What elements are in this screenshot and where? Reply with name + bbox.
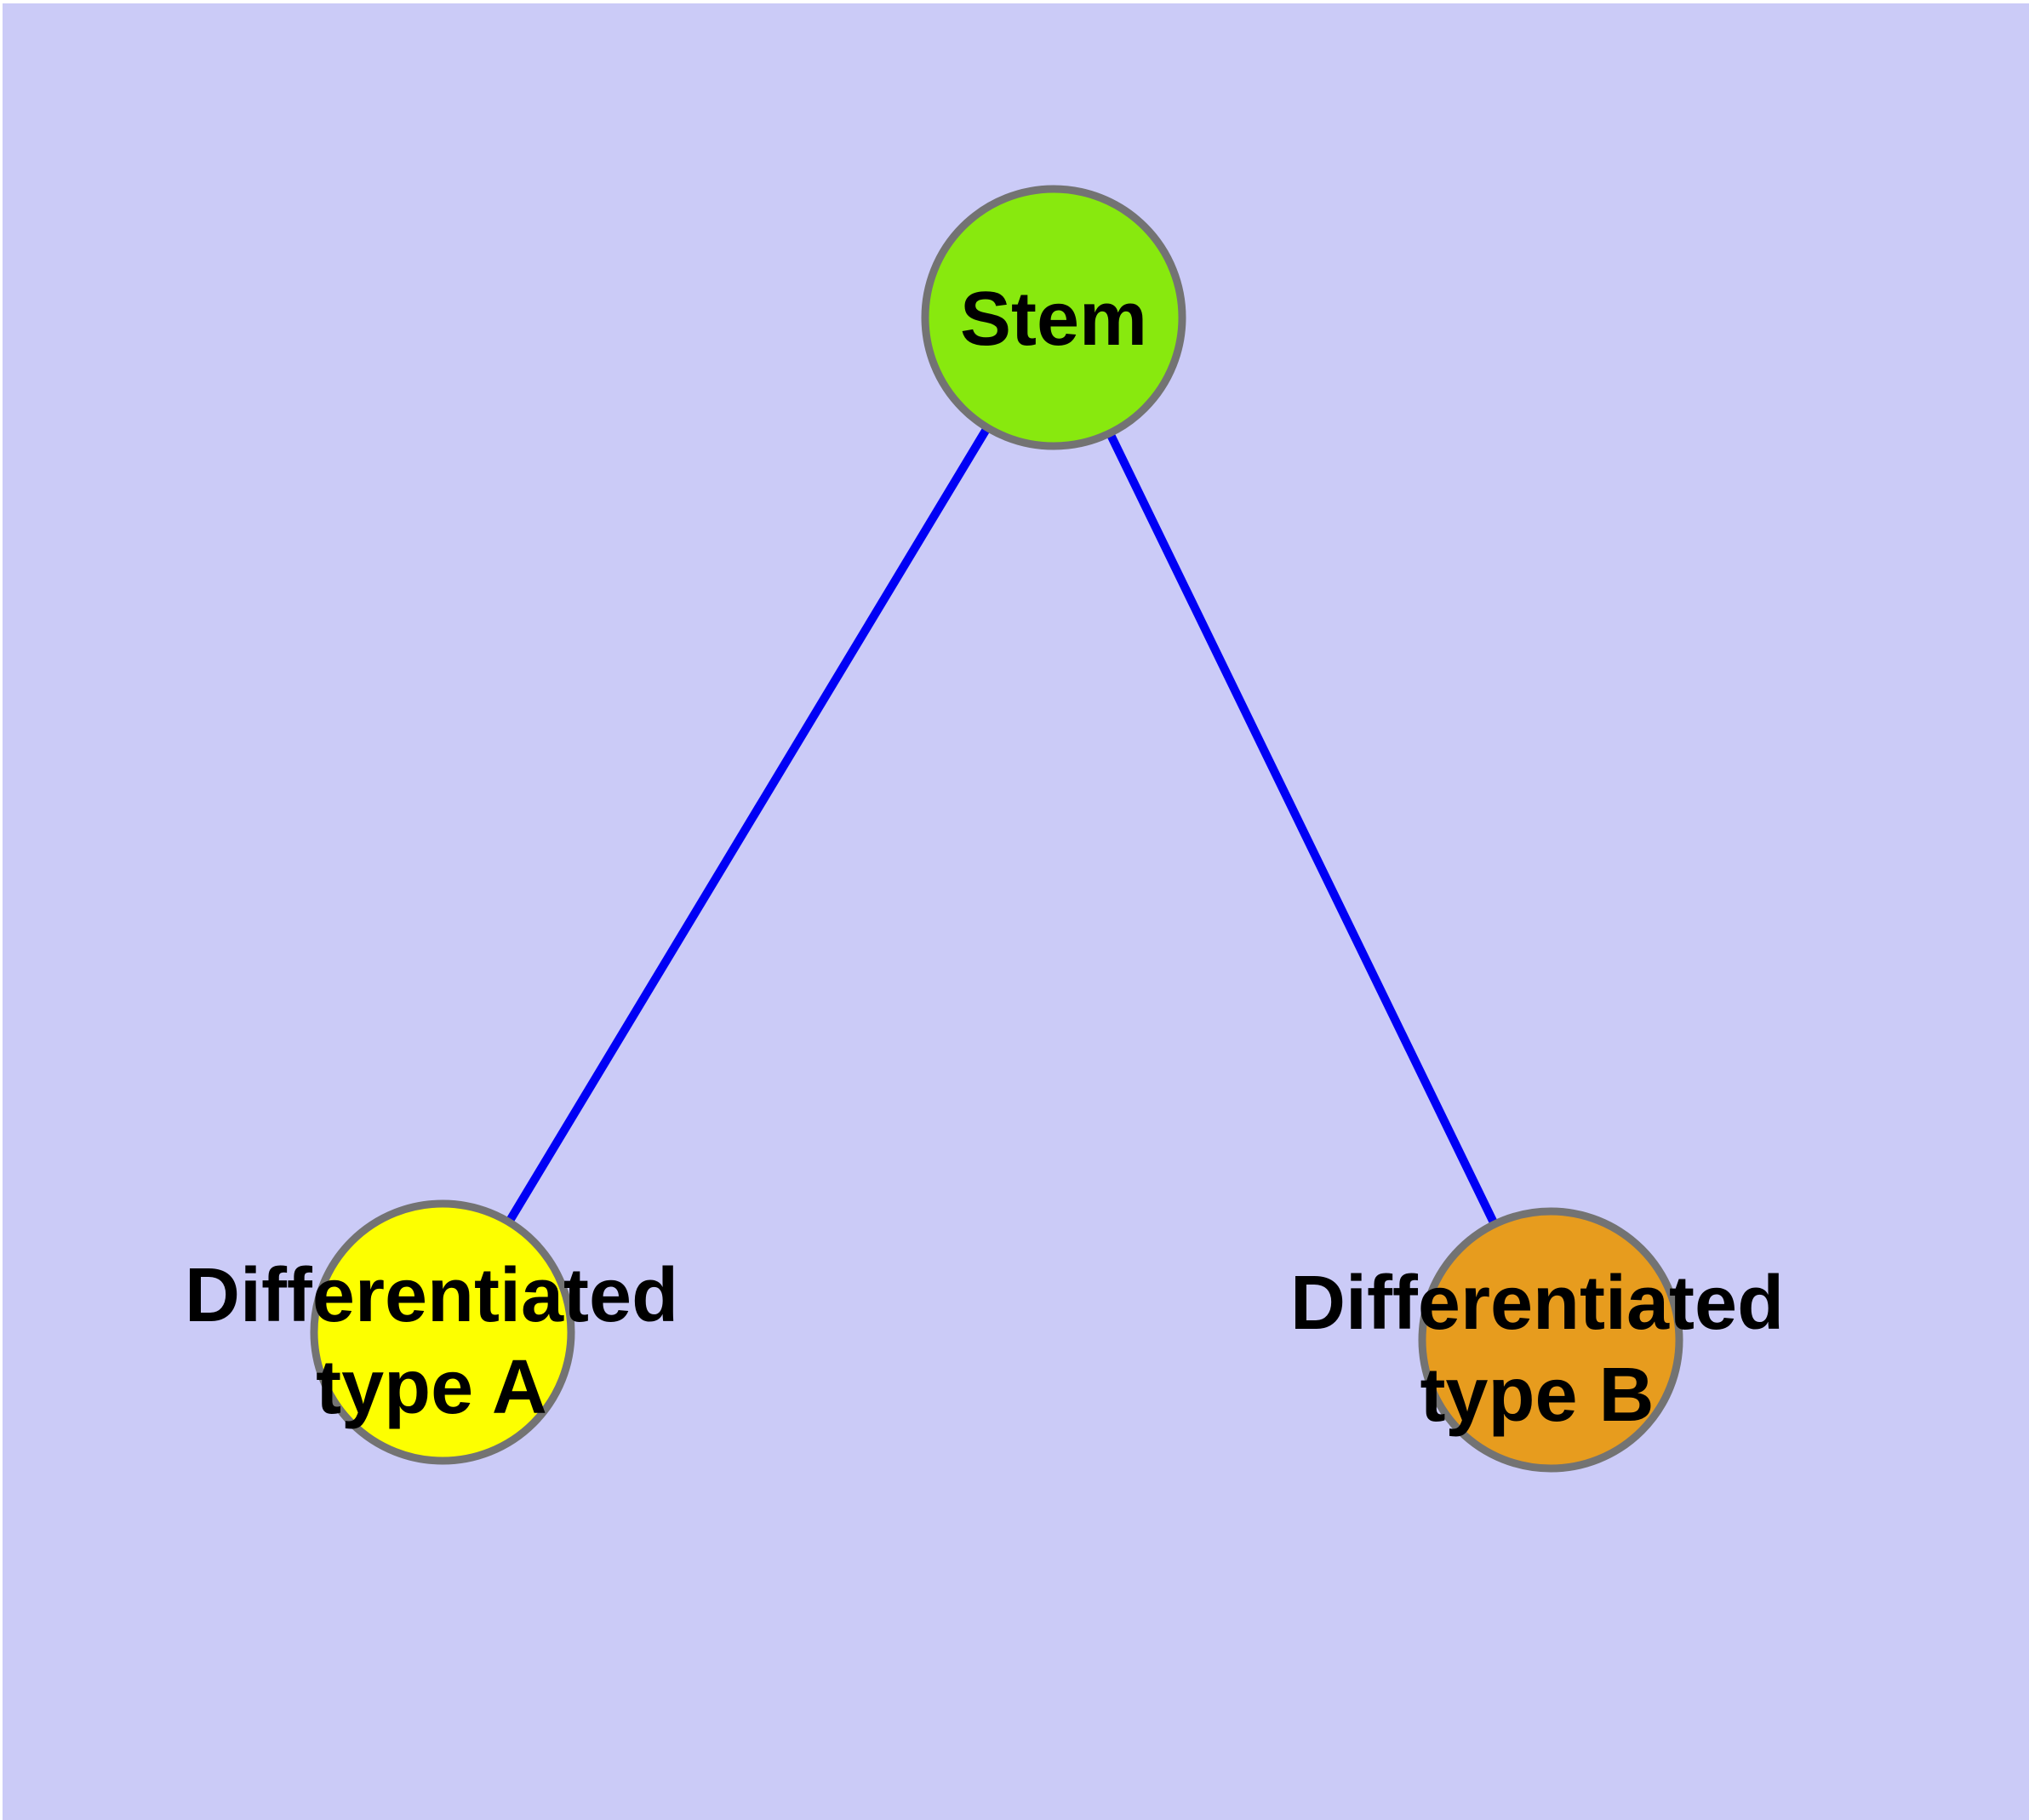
node-differentiated-type-b [1418, 1207, 1683, 1473]
node-label-differentiated-type-b: Differentiated type B [1289, 1261, 1785, 1438]
node-stem [921, 185, 1186, 450]
node-label-differentiated-type-a: Differentiated type A [184, 1253, 679, 1430]
node-differentiated-type-a [310, 1199, 575, 1465]
device-margin-left [0, 0, 3, 1820]
device-margin-top [0, 0, 2029, 3]
edge-stem-to-type-a [438, 315, 1058, 1335]
node-label-stem: Stem [959, 277, 1148, 362]
edge-stem-to-type-b [1049, 315, 1555, 1342]
